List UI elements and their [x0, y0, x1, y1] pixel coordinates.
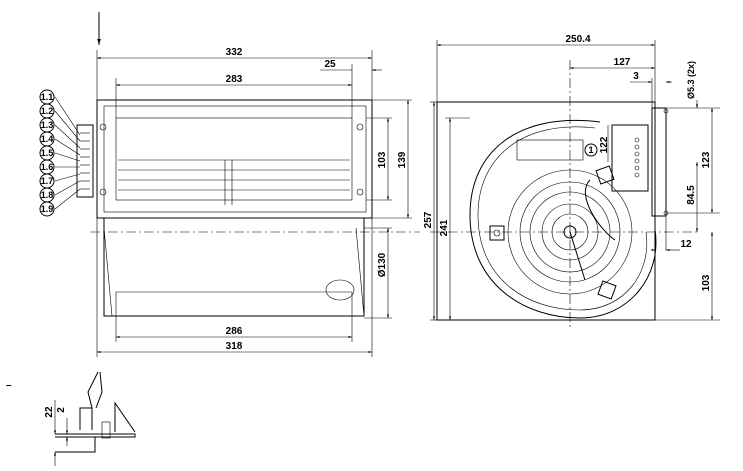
- dim-103: 103: [377, 151, 388, 168]
- dim-283: 283: [226, 74, 243, 85]
- pin-label: 1.5: [41, 148, 54, 158]
- dim-139: 139: [397, 151, 408, 168]
- pin-label: 1.3: [41, 120, 54, 130]
- front-view: 1 250.4 127 3 Ø5.3 (2x) 123 84.5 103 12 …: [423, 34, 720, 330]
- dim-318: 318: [226, 341, 243, 352]
- connector-block: [76, 124, 94, 198]
- dim-241: 241: [439, 219, 450, 236]
- pin-label: 1.1: [41, 92, 54, 102]
- callout-1: 1: [584, 143, 598, 157]
- dim-123: 123: [701, 151, 712, 168]
- dim-332: 332: [226, 47, 243, 58]
- dim-hole-diameter: Ø5.3 (2x): [686, 61, 696, 99]
- dim-127: 127: [614, 57, 631, 68]
- connector-labels: 1.1 1.2 1.3 1.4 1.5 1.6 1.7 1.8 1.9: [39, 89, 55, 217]
- dim-250-4: 250.4: [565, 34, 590, 45]
- dim-diameter-130: Ø130: [377, 252, 388, 277]
- dim-286: 286: [226, 326, 243, 337]
- detail-marker: –: [6, 380, 12, 391]
- side-view: 1.1 1.2 1.3 1.4 1.5 1.6 1.7 1.8 1.9 332 …: [39, 12, 420, 357]
- pin-label: 1.2: [41, 106, 54, 116]
- pin-label: 1.8: [41, 190, 54, 200]
- scroll-housing: [469, 120, 657, 319]
- housing-frame: [436, 101, 656, 321]
- dim-257: 257: [423, 211, 434, 228]
- housing-top: [96, 99, 373, 219]
- pin-label: 1.6: [41, 162, 54, 172]
- dim-25: 25: [324, 59, 336, 70]
- svg-text:1: 1: [588, 145, 593, 155]
- detail-view: – 22 2: [6, 371, 136, 466]
- dim-122: 122: [599, 136, 610, 153]
- dim-3: 3: [633, 71, 639, 82]
- fan-drum: [103, 217, 365, 317]
- pin-label: 1.7: [41, 176, 54, 186]
- dim-2: 2: [56, 407, 67, 413]
- dim-12: 12: [680, 239, 692, 250]
- pin-label: 1.4: [41, 134, 54, 144]
- dim-22: 22: [44, 406, 55, 418]
- dim-103-lower: 103: [701, 274, 712, 291]
- dim-84-5: 84.5: [686, 185, 697, 205]
- terminal-block: [611, 124, 649, 192]
- pin-label: 1.9: [41, 204, 54, 214]
